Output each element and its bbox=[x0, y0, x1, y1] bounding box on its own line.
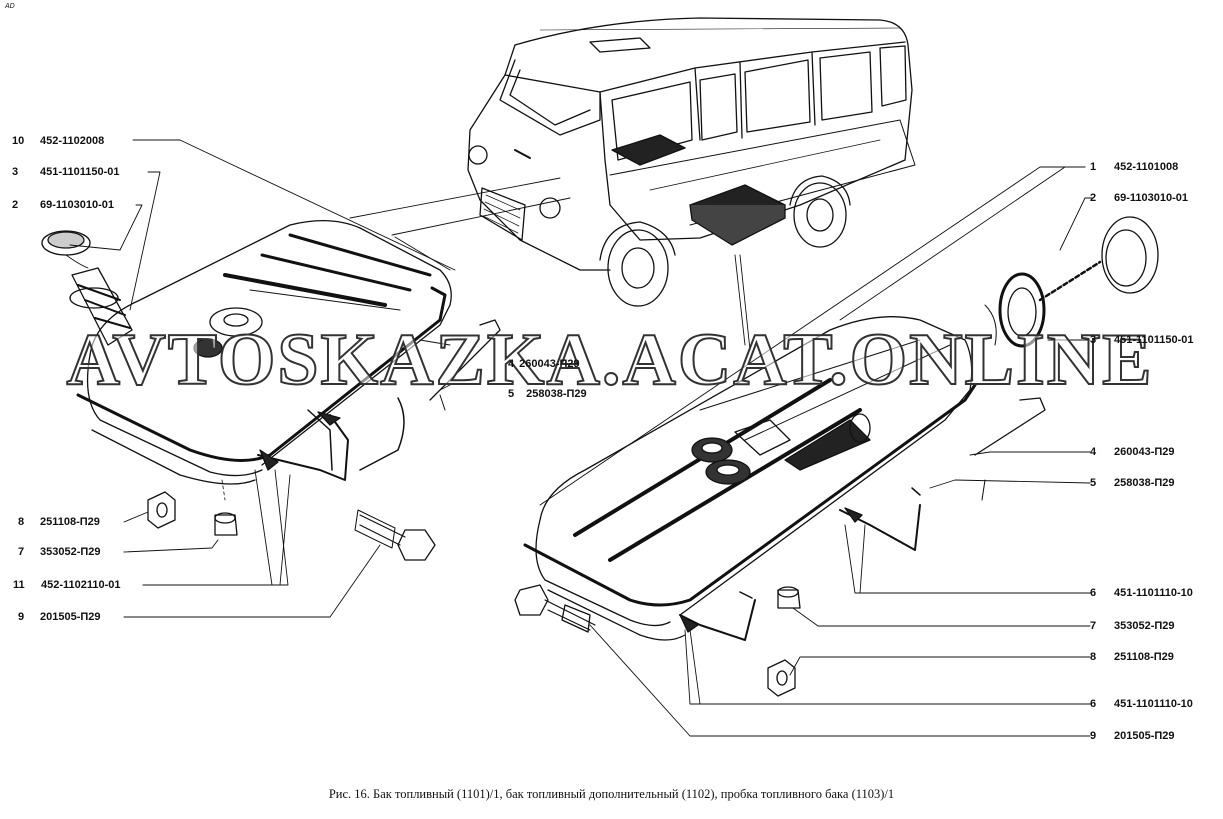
label-number: 1 bbox=[1090, 161, 1097, 173]
label-number: 7 bbox=[18, 546, 25, 558]
left-label-7: 7 353052-П29 bbox=[18, 546, 101, 559]
part-code: 452-1102110-01 bbox=[41, 579, 121, 591]
right-fuel-tank bbox=[514, 216, 1159, 697]
part-code: 353052-П29 bbox=[1114, 620, 1175, 632]
label-number: 5 bbox=[1090, 477, 1097, 489]
label-number: 6 bbox=[1090, 698, 1097, 710]
left-label-9: 9 201505-П29 bbox=[18, 611, 101, 624]
figure-caption: Рис. 16. Бак топливный (1101)/1, бак топ… bbox=[328, 787, 895, 801]
label-number: 5 bbox=[508, 388, 515, 400]
part-code: 451-1101110-10 bbox=[1114, 698, 1193, 710]
right-label-6b: 6 451-1101110-10 bbox=[1090, 698, 1193, 711]
left-fuel-tank bbox=[41, 220, 501, 561]
right-label-8: 8 251108-П29 bbox=[1090, 651, 1174, 664]
label-number: 6 bbox=[1090, 587, 1097, 599]
part-code: 258038-П29 bbox=[1114, 477, 1175, 489]
left-label-10: 10 452-1102008 bbox=[12, 135, 104, 148]
part-code: 452-1102008 bbox=[40, 135, 105, 147]
label-number: 8 bbox=[1090, 651, 1097, 663]
watermark-text: AVTOSKAZKA.ACAT.ONLINE bbox=[65, 318, 1154, 402]
left-label-5: 5 258038-П29 bbox=[508, 388, 587, 401]
label-number: 2 bbox=[1090, 192, 1097, 204]
right-label-4: 4 260043-П29 bbox=[1090, 446, 1175, 459]
label-number: 4 bbox=[1090, 446, 1097, 458]
van-illustration bbox=[467, 17, 916, 307]
right-label-2: 2 69-1103010-01 bbox=[1090, 192, 1188, 205]
right-label-7: 7 353052-П29 bbox=[1090, 620, 1175, 633]
part-code: 69-1103010-01 bbox=[1114, 192, 1189, 204]
label-number: 8 bbox=[18, 516, 25, 528]
part-code: 201505-П29 bbox=[1114, 730, 1175, 742]
corner-mark: AD bbox=[5, 3, 15, 10]
left-label-3: 3 451-1101150-01 bbox=[12, 166, 120, 179]
left-label-8: 8 251108-П29 bbox=[18, 516, 100, 529]
part-code: 251108-П29 bbox=[40, 516, 100, 528]
part-code: 251108-П29 bbox=[1114, 651, 1174, 663]
label-number: 7 bbox=[1090, 620, 1097, 632]
label-number: 3 bbox=[1090, 334, 1097, 346]
part-code: 451-1101150-01 bbox=[1114, 334, 1194, 346]
right-label-3: 3 451-1101150-01 bbox=[1090, 334, 1194, 347]
part-code: 69-1103010-01 bbox=[40, 199, 115, 211]
part-code: 258038-П29 bbox=[526, 388, 587, 400]
right-label-9: 9 201505-П29 bbox=[1090, 730, 1175, 743]
part-code: 451-1101110-10 bbox=[1114, 587, 1193, 599]
right-label-6: 6 451-1101110-10 bbox=[1090, 587, 1193, 600]
part-code: 260043-П29 bbox=[1114, 446, 1175, 458]
label-number: 3 bbox=[12, 166, 19, 178]
label-number: 9 bbox=[18, 611, 25, 623]
label-number: 9 bbox=[1090, 730, 1097, 742]
label-number: 10 bbox=[12, 135, 25, 147]
part-code: 452-1101008 bbox=[1114, 161, 1179, 173]
part-code: 353052-П29 bbox=[40, 546, 101, 558]
label-number: 4 bbox=[508, 358, 515, 370]
part-code: 260043-П29 bbox=[519, 358, 580, 370]
left-label-4: 4 260043-П29 bbox=[508, 358, 580, 371]
label-number: 2 bbox=[12, 199, 19, 211]
label-number: 11 bbox=[13, 579, 25, 591]
leader-lines bbox=[69, 139, 1093, 737]
left-label-2: 2 69-1103010-01 bbox=[12, 199, 114, 212]
right-label-5: 5 258038-П29 bbox=[1090, 477, 1175, 490]
right-label-1: 1 452-1101008 bbox=[1090, 161, 1178, 174]
part-code: 451-1101150-01 bbox=[40, 166, 120, 178]
part-code: 201505-П29 bbox=[40, 611, 101, 623]
left-label-11: 11 452-1102110-01 bbox=[13, 579, 121, 592]
